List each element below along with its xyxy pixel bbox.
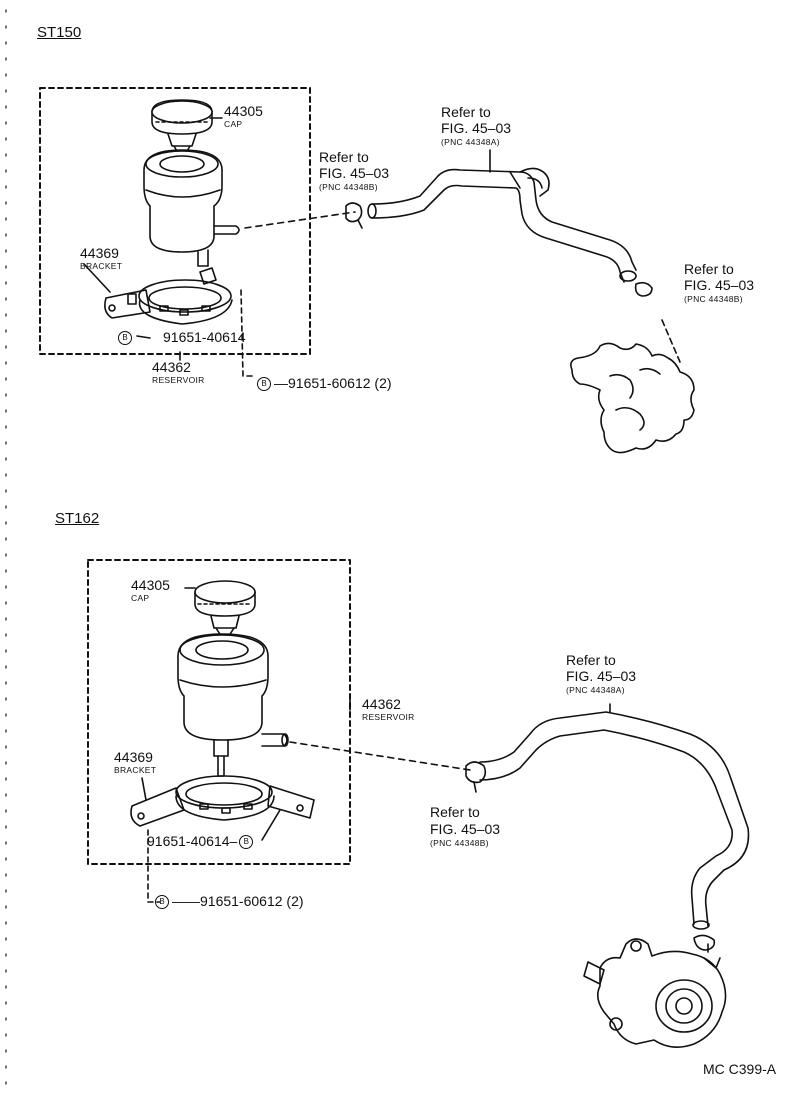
st162-ref-a-line1: Refer to — [566, 652, 616, 668]
st162-cap-label: CAP — [131, 593, 150, 603]
st150-bracket-label: BRACKET — [80, 261, 123, 271]
st150-reservoir-label: RESERVOIR — [152, 375, 205, 385]
st150-ref-c-line1: Refer to — [684, 261, 734, 277]
st162-bolt2-badge: B — [155, 895, 169, 910]
st150-pump-outline — [570, 319, 695, 454]
st162-cap — [194, 580, 256, 643]
st162-boundary-box — [87, 559, 351, 865]
st150-cap-label: CAP — [224, 119, 243, 129]
st150-bolt2-part-number: 91651-60612 (2) — [288, 375, 392, 391]
st162-bolt1-part-number: 91651-40614 — [147, 833, 230, 849]
st162-ref-a-pnc: (PNC 44348A) — [566, 685, 625, 695]
diagram-code: MC C399-A — [703, 1061, 777, 1077]
st162-ref-b-line2: FIG. 45–03 — [430, 821, 501, 837]
st150-ref-b-pnc: (PNC 44348B) — [319, 182, 378, 192]
st150-cap — [151, 99, 213, 161]
st150-hose — [367, 149, 637, 283]
st162-clamp — [465, 761, 487, 784]
st162-reservoir-label: RESERVOIR — [362, 712, 415, 722]
st162-reservoir-body — [177, 633, 289, 777]
st150-ref-a-line2: FIG. 45–03 — [441, 120, 512, 136]
st150-ref-b-line2: FIG. 45–03 — [319, 165, 390, 181]
section-title-st150: ST150 — [37, 24, 82, 41]
st162-hose — [479, 703, 750, 930]
st150-ref-a-line1: Refer to — [441, 104, 491, 120]
st150-ref-a-pnc: (PNC 44348A) — [441, 137, 500, 147]
st162-ref-b-line1: Refer to — [430, 804, 480, 820]
st162-bolt2-callout: B——91651-60612 (2) — [155, 893, 304, 910]
st150-bolt2-callout: B—91651-60612 (2) — [257, 375, 392, 392]
st162-bolt1-callout: 91651-40614–B — [147, 833, 256, 850]
st150-pump-clamp — [634, 281, 653, 297]
st162-bracket-label: BRACKET — [114, 765, 157, 775]
st150-bracket — [104, 267, 233, 325]
st150-bolt2-badge: B — [257, 377, 271, 392]
st162-pump-clamp — [693, 934, 716, 951]
st150-ref-b-line1: Refer to — [319, 149, 369, 165]
st162-pump-outline — [583, 938, 727, 1048]
st150-ref-c-pnc: (PNC 44348B) — [684, 294, 743, 304]
st150-bracket-part-number: 44369 — [80, 245, 119, 261]
st150-clamp — [345, 202, 363, 223]
st162-reservoir-part-number: 44362 — [362, 696, 401, 712]
st150-bolt1-badge: B — [118, 331, 132, 346]
st162-ref-b-pnc: (PNC 44348B) — [430, 838, 489, 848]
st162-ref-a-line2: FIG. 45–03 — [566, 668, 637, 684]
st150-cap-part-number: 44305 — [224, 103, 263, 119]
st150-boundary-box — [39, 87, 311, 355]
st162-bolt2-part-number: 91651-60612 (2) — [200, 893, 304, 909]
st162-bolt1-badge: B — [239, 835, 254, 850]
st150-reservoir-part-number: 44362 — [152, 359, 191, 375]
st162-bracket — [130, 775, 315, 841]
section-title-st162: ST162 — [55, 510, 100, 527]
st150-ref-c-line2: FIG. 45–03 — [684, 277, 755, 293]
st162-bracket-part-number: 44369 — [114, 749, 153, 765]
st150-bolt1-part-number: 91651-40614 — [163, 329, 246, 345]
st150-bolt1-callout: B 91651-40614 — [118, 329, 246, 346]
st150-reservoir-body — [143, 149, 240, 267]
st162-cap-part-number: 44305 — [131, 577, 170, 593]
